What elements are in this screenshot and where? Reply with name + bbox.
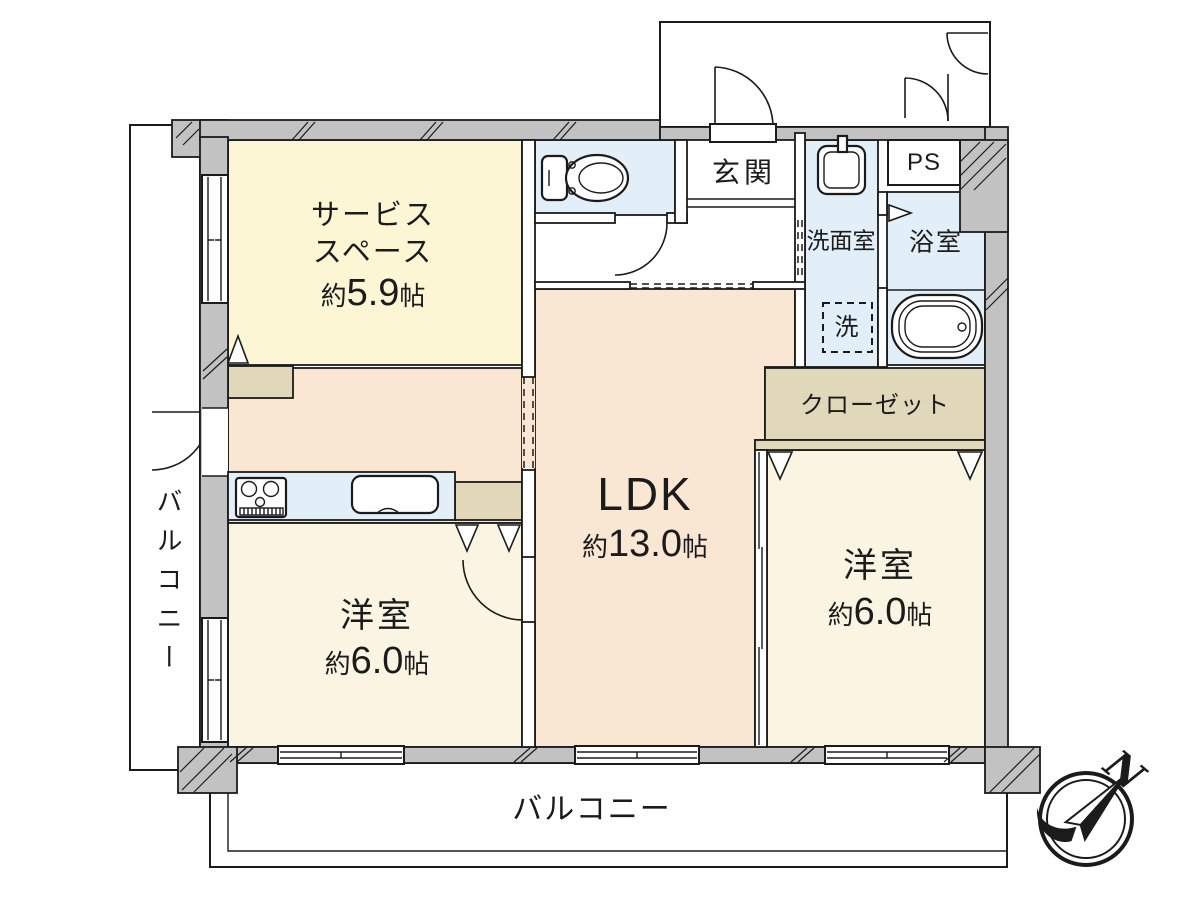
kitchen-sink-icon <box>350 474 440 515</box>
room-bedroom-east <box>766 449 986 748</box>
kitchen-counter <box>227 471 456 521</box>
closet-bottom-wall <box>754 439 986 451</box>
room-bedroom-southwest <box>227 522 523 748</box>
shelf-box <box>227 365 294 399</box>
balcony-left <box>129 124 211 771</box>
room-service-space <box>227 139 523 366</box>
interior-walls <box>521 132 888 748</box>
bathtub-icon <box>890 293 984 360</box>
folding-door-markers <box>226 333 984 554</box>
washing-machine-box <box>822 302 873 353</box>
compass-tail <box>1037 807 1077 842</box>
stove-icon <box>234 476 288 519</box>
counter-side-box <box>454 481 523 521</box>
bathroom-sink-icon <box>816 134 867 196</box>
door-arcs <box>462 203 914 621</box>
compass-needle-black <box>1079 775 1126 843</box>
room-closet <box>764 367 986 441</box>
wall-hatches <box>175 121 1041 793</box>
kitchen-ldk-opening <box>522 377 535 468</box>
compass <box>1037 771 1134 867</box>
balcony-bottom <box>209 762 1008 868</box>
windows <box>201 174 950 765</box>
toilet-icon <box>540 153 630 203</box>
exterior-corridor <box>659 21 991 128</box>
pipe-space-box <box>887 139 961 186</box>
